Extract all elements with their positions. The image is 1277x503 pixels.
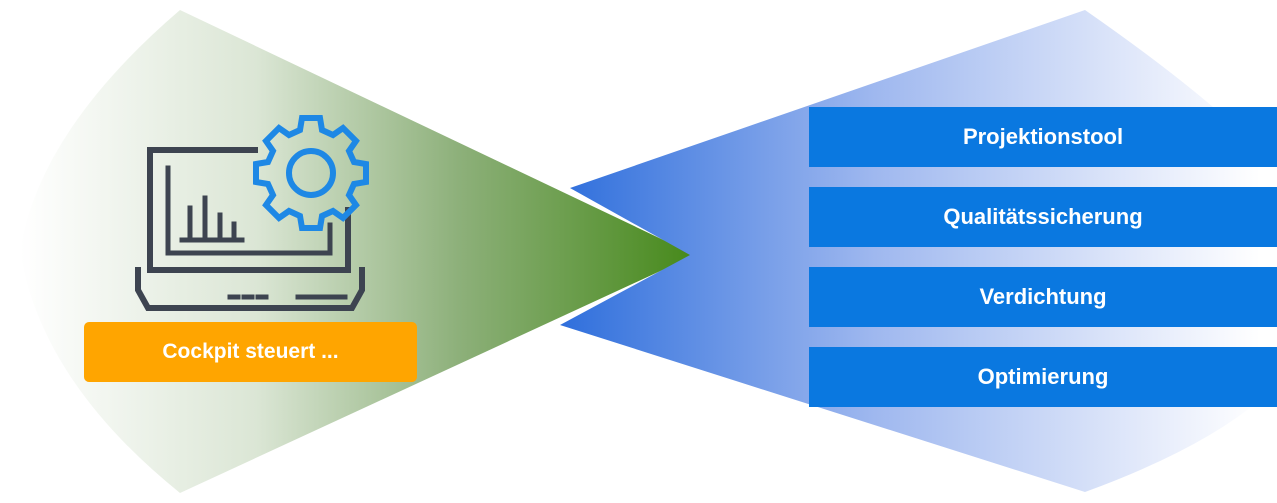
cockpit-label: Cockpit steuert ... xyxy=(84,322,417,382)
laptop-gear-icon xyxy=(130,110,370,315)
tool-list: Projektionstool Qualitätssicherung Verdi… xyxy=(809,107,1277,407)
tool-projektionstool: Projektionstool xyxy=(809,107,1277,167)
tool-optimierung: Optimierung xyxy=(809,347,1277,407)
tool-qualitaetssicherung: Qualitätssicherung xyxy=(809,187,1277,247)
tool-verdichtung: Verdichtung xyxy=(809,267,1277,327)
